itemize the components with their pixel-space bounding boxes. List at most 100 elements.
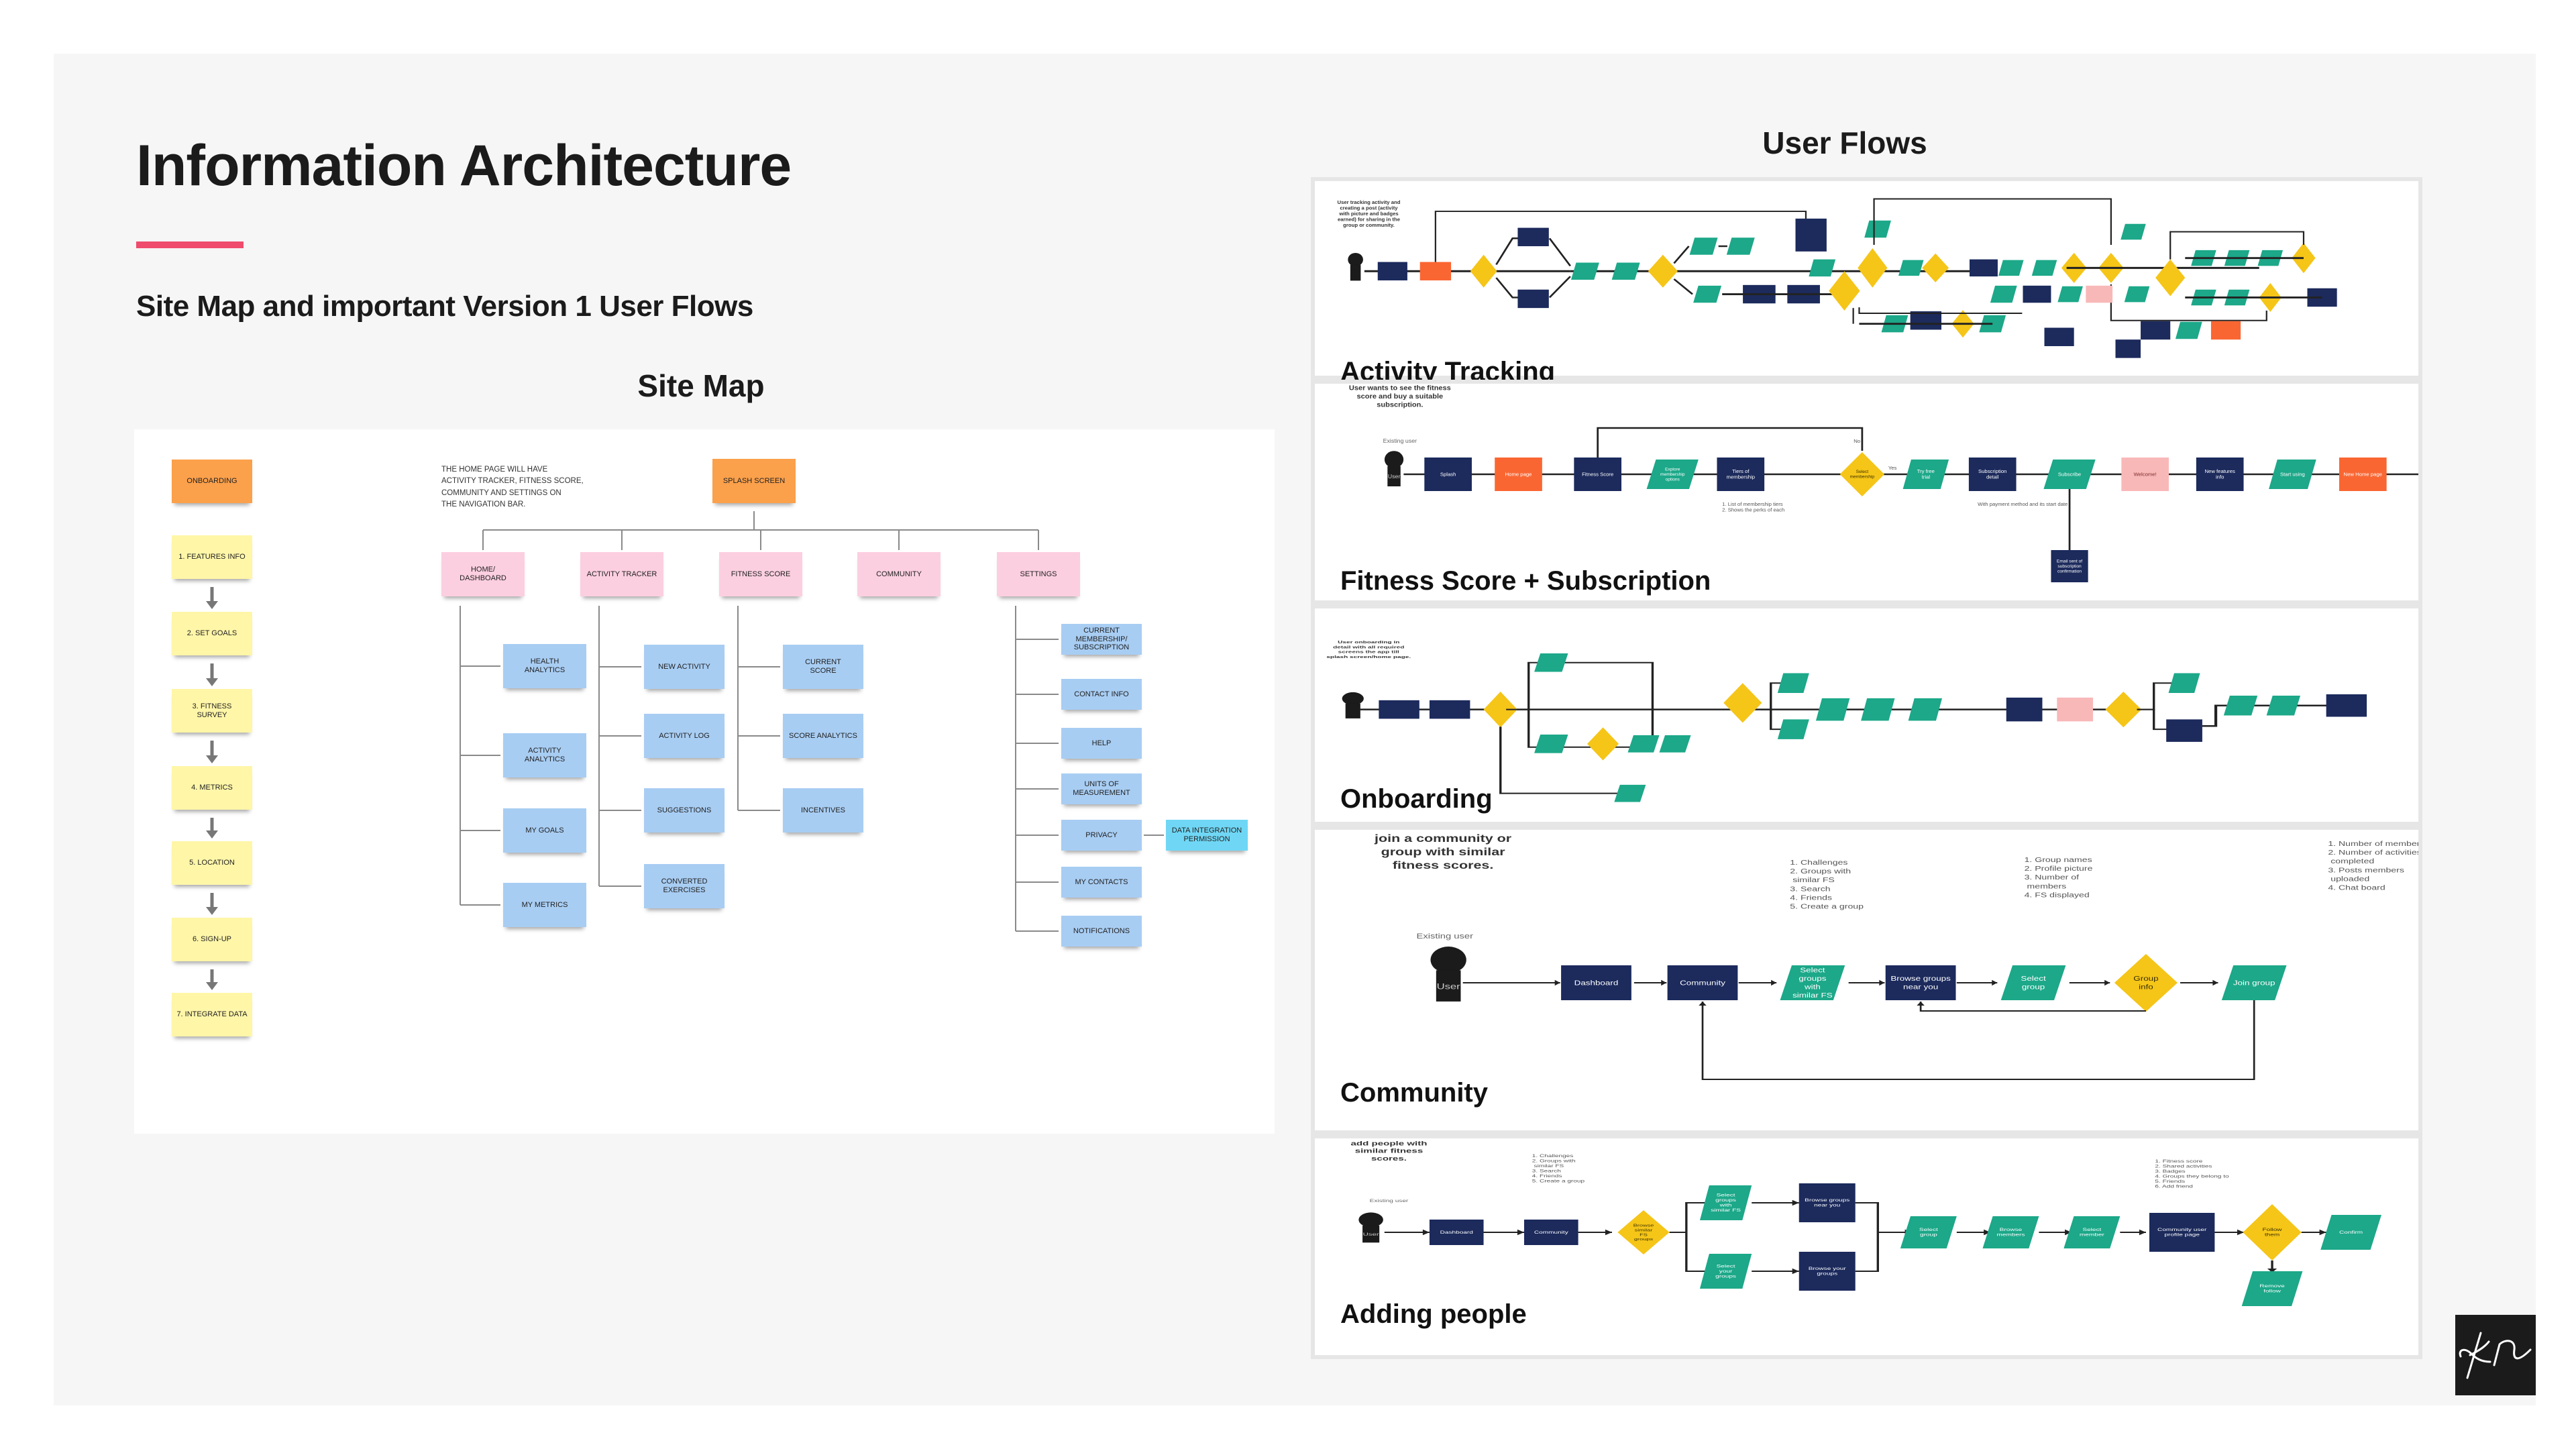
action-node [1780,965,1845,1000]
user-body-icon [1436,970,1461,1002]
process-node [1424,458,1472,491]
flow-label-fitness-score: Fitness Score + Subscription [1340,566,1711,596]
action-node [1777,673,1809,694]
flow-connector [1858,307,2023,314]
action-node [2266,695,2301,716]
arrowhead-icon [1992,979,1998,986]
user-icon [1358,1212,1383,1228]
process-node [2051,550,2088,582]
process-node [1717,458,1765,491]
arrowhead-icon [2139,1229,2146,1236]
sitemap-child: HELP [1061,728,1142,759]
sitemap-child: SCORE ANALYTICS [783,714,863,758]
decision-node [2155,259,2186,297]
actor-label: Existing user [1383,437,1417,443]
user-icon [1342,692,1364,705]
process-node [1885,965,1956,1000]
signature-kn-icon [2459,1332,2532,1379]
user-flows-heading: User Flows [1762,125,1927,160]
site-map-connectors [206,511,1164,990]
action-node [2269,460,2316,489]
user-label: User [1437,982,1460,991]
sitemap-child: CURRENT SCORE [783,645,863,689]
action-node [1693,285,1722,303]
sitemap-child: ACTIVITY ANALYTICS [503,733,586,777]
sitemap-child: NEW ACTIVITY [644,645,724,689]
action-node [2241,1271,2303,1306]
node-label: Community [1680,979,1725,987]
process-node [1799,1183,1856,1222]
arrow-down-icon [206,755,218,763]
flow-connector [1919,1002,2146,1012]
decision-node [1858,248,1888,288]
action-node [1815,698,1850,721]
arrowhead-icon [1661,979,1667,986]
process-node [1795,218,1827,252]
action-node [2168,673,2200,694]
arrowhead-icon [1517,1229,1525,1236]
process-node [1799,1252,1856,1291]
process-node [2006,697,2043,722]
process-node [2121,458,2169,491]
branch-no-label: No [1854,438,1860,444]
arrow-down-icon [206,678,218,686]
process-node [1429,1220,1484,1245]
sitemap-onboarding-step: 1. FEATURES INFO [172,535,252,579]
arrowhead-icon [2319,1229,2326,1236]
user-body-icon [1362,1225,1380,1243]
action-node [1902,460,1949,489]
process-node [2057,697,2094,722]
subscription-note: With payment method and its start date [1978,501,2068,507]
sitemap-onboarding-step: 2. SET GOALS [172,612,252,655]
flow-connector [2169,231,2305,260]
sitemap-onboarding-step: 4. METRICS [172,766,252,810]
decision-node [1587,727,1619,761]
action-node [1534,735,1568,753]
author-logo [2455,1315,2536,1395]
user-icon [1348,252,1363,267]
process-node [1561,965,1631,1000]
action-node [1699,1254,1752,1289]
flow-connector [1673,278,1693,295]
sitemap-child: CONVERTED EXERCISES [644,864,724,908]
decision-node [1829,271,1860,311]
action-node [2175,321,2202,339]
arrowhead-icon [1771,979,1777,986]
diagram-content: User wants to find andadd people withsim… [1335,1138,2381,1306]
node-label: New Home page [2344,472,2382,478]
sitemap-child: SUGGESTIONS [644,788,724,833]
accent-bar [136,241,244,248]
action-node [1982,1216,2039,1248]
node-label: Home page [1505,472,1532,478]
user-icon [1430,947,1466,973]
action-node [1726,237,1755,255]
action-node [2031,260,2057,276]
site-map-heading: Site Map [637,368,765,403]
process-node [2339,458,2387,491]
node-label: Join group [2233,979,2275,987]
sitemap-child: MY CONTACTS [1061,867,1142,898]
sitemap-onboarding-step: 6. SIGN-UP [172,918,252,961]
process-node [1667,965,1738,1000]
action-node [1908,698,1943,721]
action-node [2223,695,2258,716]
sitemap-child: UNITS OF MEASUREMENT [1061,773,1142,804]
action-node [2057,286,2083,303]
sitemap-onboarding-step: 5. LOCATION [172,841,252,885]
process-node [2149,1213,2215,1252]
action-node [1898,260,1924,276]
process-node [2023,285,2051,303]
